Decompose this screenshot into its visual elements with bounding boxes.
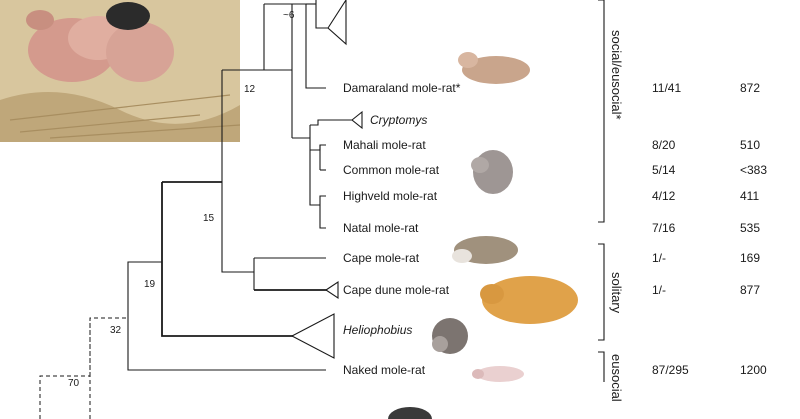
taxon-cryptomys: Cryptomys	[370, 113, 427, 127]
col1-highveld: 4/12	[652, 189, 676, 203]
group-solitary: solitary	[609, 272, 624, 314]
col1-cape: 1/-	[652, 251, 666, 265]
node-label-15: 15	[203, 213, 215, 224]
col1-common: 5/14	[652, 163, 676, 177]
taxon-heliophobius: Heliophobius	[343, 323, 412, 337]
taxon-mahali: Mahali mole-rat	[343, 138, 426, 152]
node-label-32: 32	[110, 325, 122, 336]
taxon-highveld: Highveld mole-rat	[343, 189, 438, 203]
group-eusocial: eusocial	[609, 354, 624, 402]
col1-natal: 7/16	[652, 221, 676, 235]
col1-naked: 87/295	[652, 363, 689, 377]
col1-mahali: 8/20	[652, 138, 676, 152]
col2-highveld: 411	[740, 189, 759, 203]
taxon-natal: Natal mole-rat	[343, 221, 419, 235]
col2-mahali: 510	[740, 138, 760, 152]
col2-capedune: 877	[740, 283, 760, 297]
node-label-70: 70	[68, 378, 80, 389]
taxon-common: Common mole-rat	[343, 163, 440, 177]
node-label-6: ~6	[283, 10, 295, 21]
col2-common: <383	[740, 163, 767, 177]
col2-cape: 169	[740, 251, 760, 265]
taxon-cape: Cape mole-rat	[343, 251, 420, 265]
node-label-12: 12	[244, 84, 256, 95]
col2-naked: 1200	[740, 363, 767, 377]
col1-damaraland: 11/41	[652, 81, 681, 95]
taxon-capedune: Cape dune mole-rat	[343, 283, 450, 297]
taxon-damaraland: Damaraland mole-rat*	[343, 81, 461, 95]
col1-capedune: 1/-	[652, 283, 666, 297]
col2-natal: 535	[740, 221, 760, 235]
col2-damaraland: 872	[740, 81, 760, 95]
node-label-19: 19	[144, 279, 156, 290]
taxon-naked: Naked mole-rat	[343, 363, 426, 377]
group-social: social/eusocial*	[609, 30, 624, 120]
photo-naked-mole-rats	[0, 0, 240, 142]
